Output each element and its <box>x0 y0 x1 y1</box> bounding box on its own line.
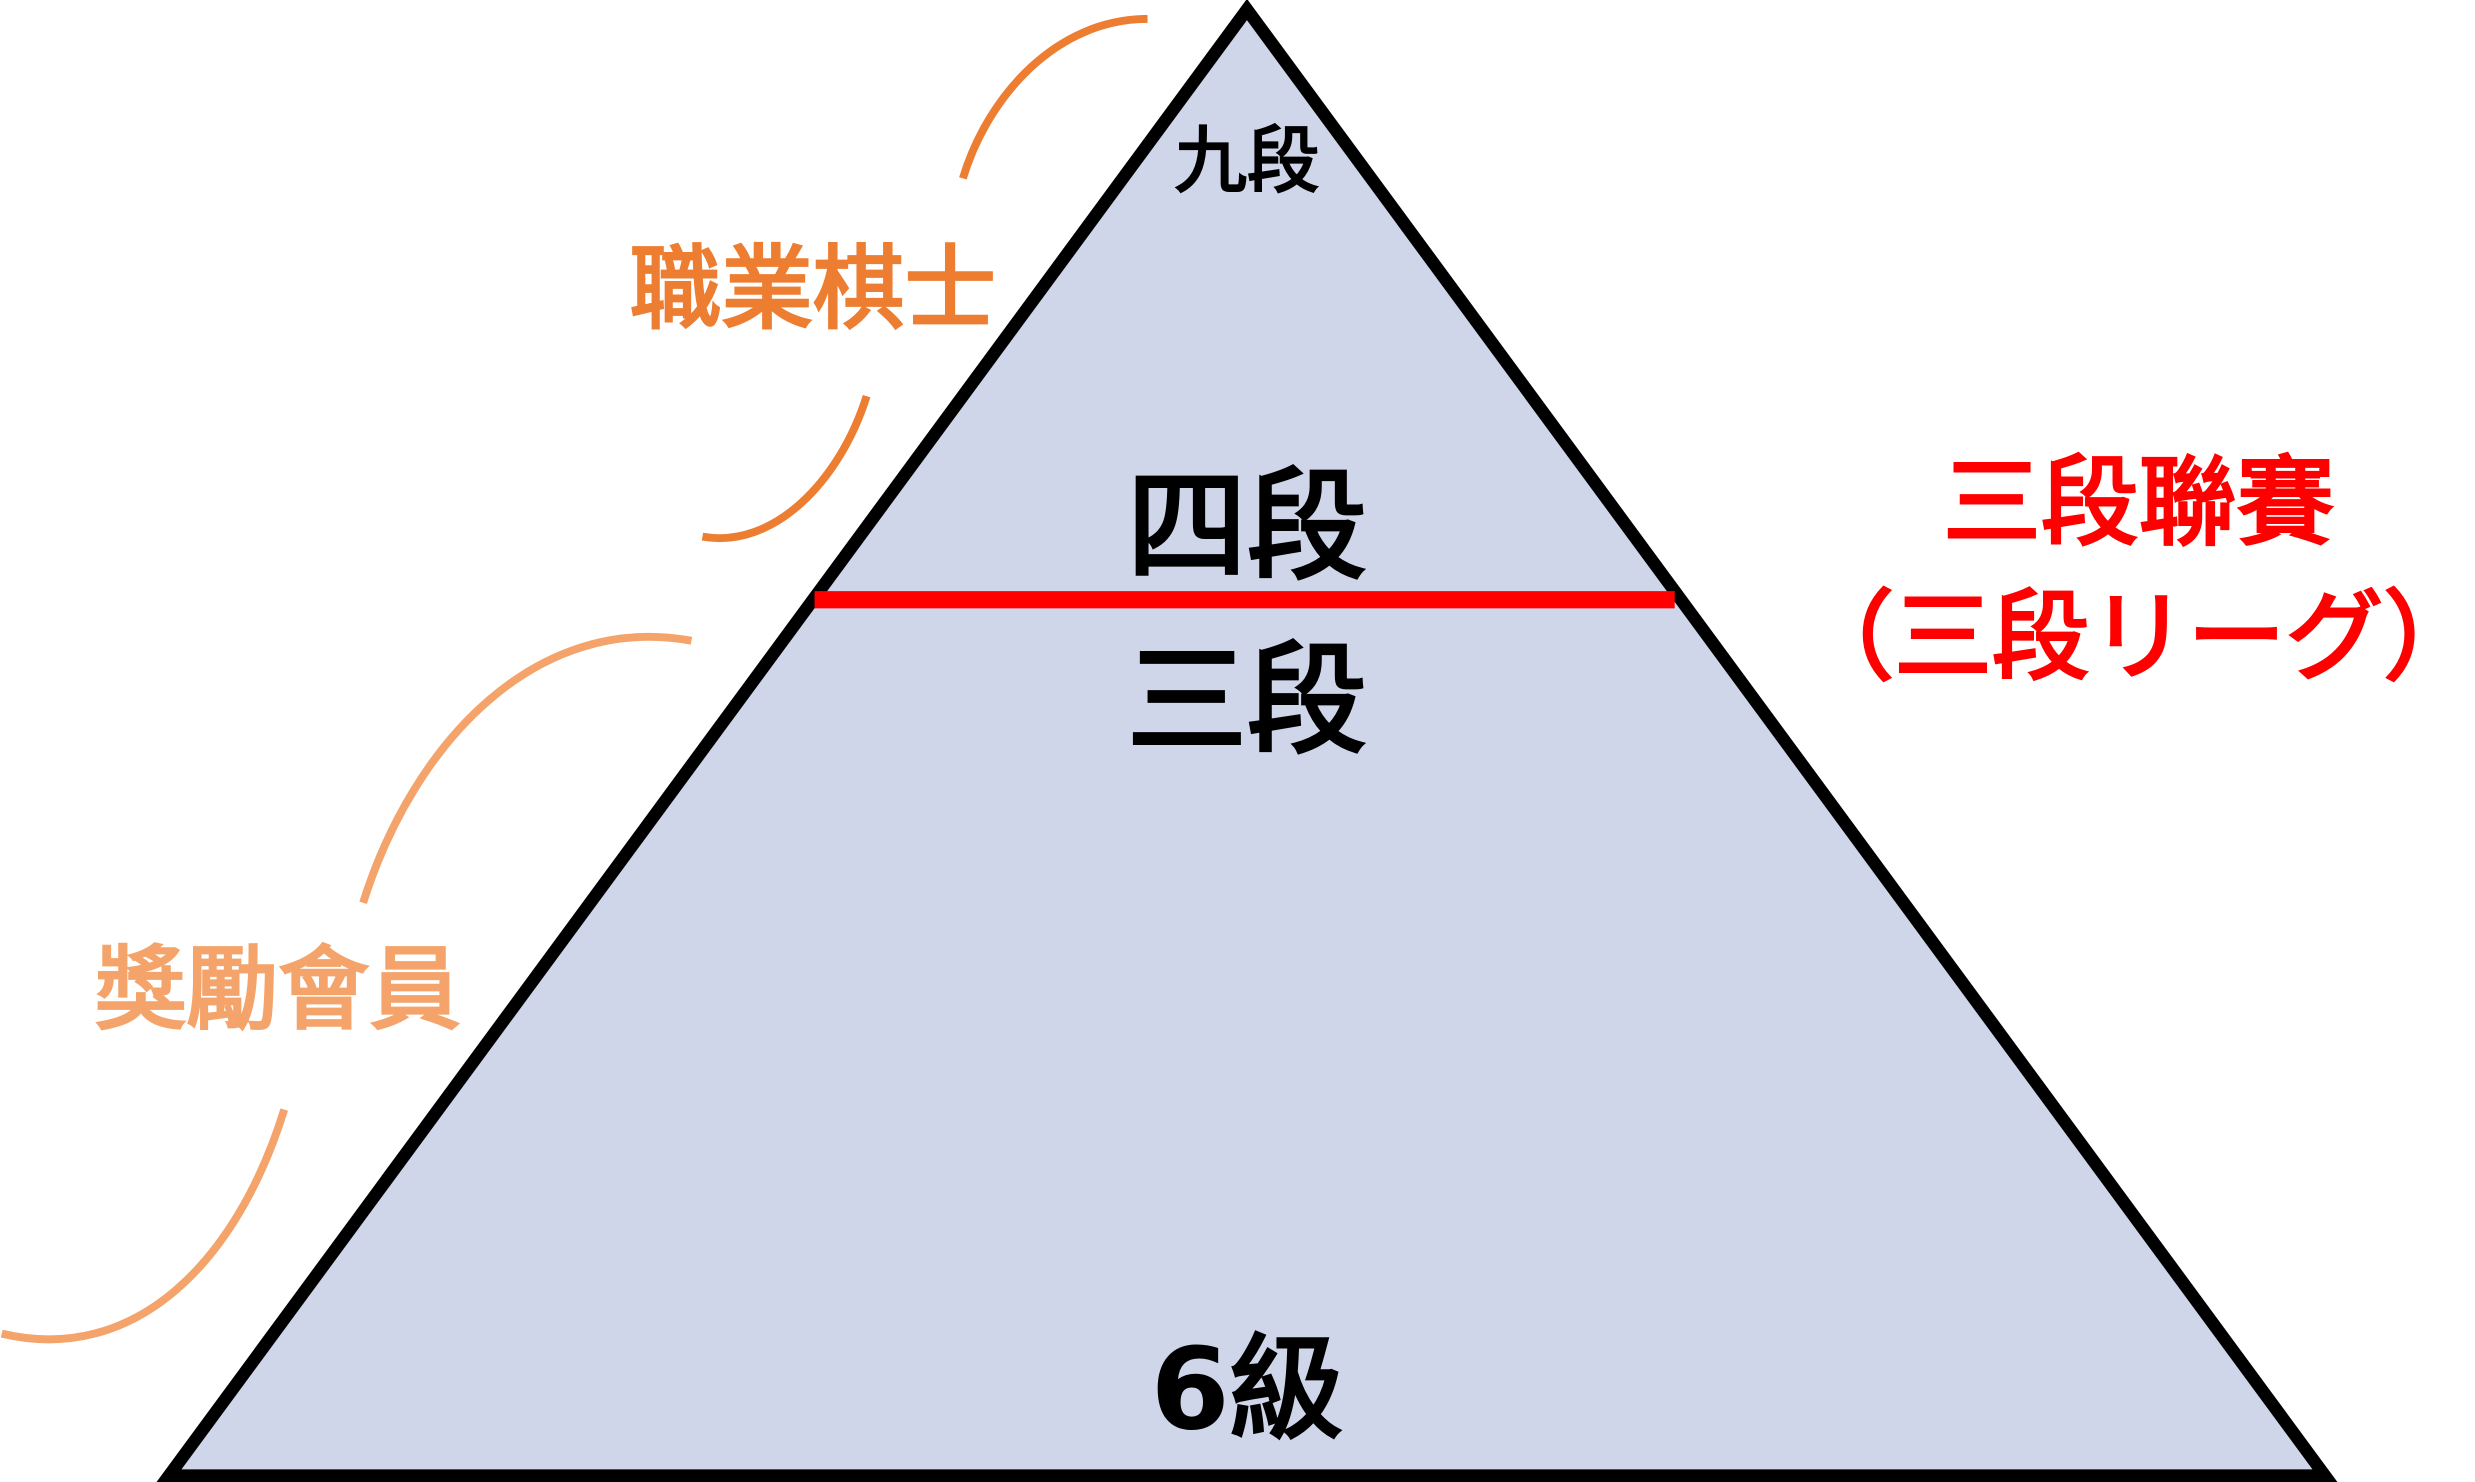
bottom-rank-label: 6級 <box>1151 1323 1344 1455</box>
professional-label: 職業棋士 <box>630 235 996 342</box>
sandan-label: 三段 <box>1127 632 1367 771</box>
top-rank-label: 九段 <box>1174 120 1320 204</box>
apprentice-bracket-upper <box>359 632 693 904</box>
apprentice-label: 獎勵會員 <box>95 936 461 1043</box>
league-title: 三段聯賽 <box>1943 446 2335 561</box>
league-subtitle: （三段リーグ） <box>1796 580 2475 695</box>
apprentice-bracket-lower <box>0 1108 288 1344</box>
professional-bracket-upper <box>959 14 1148 180</box>
yondan-label: 四段 <box>1127 458 1367 597</box>
professional-bracket-lower <box>701 394 871 542</box>
pyramid-triangle <box>156 0 2338 1482</box>
